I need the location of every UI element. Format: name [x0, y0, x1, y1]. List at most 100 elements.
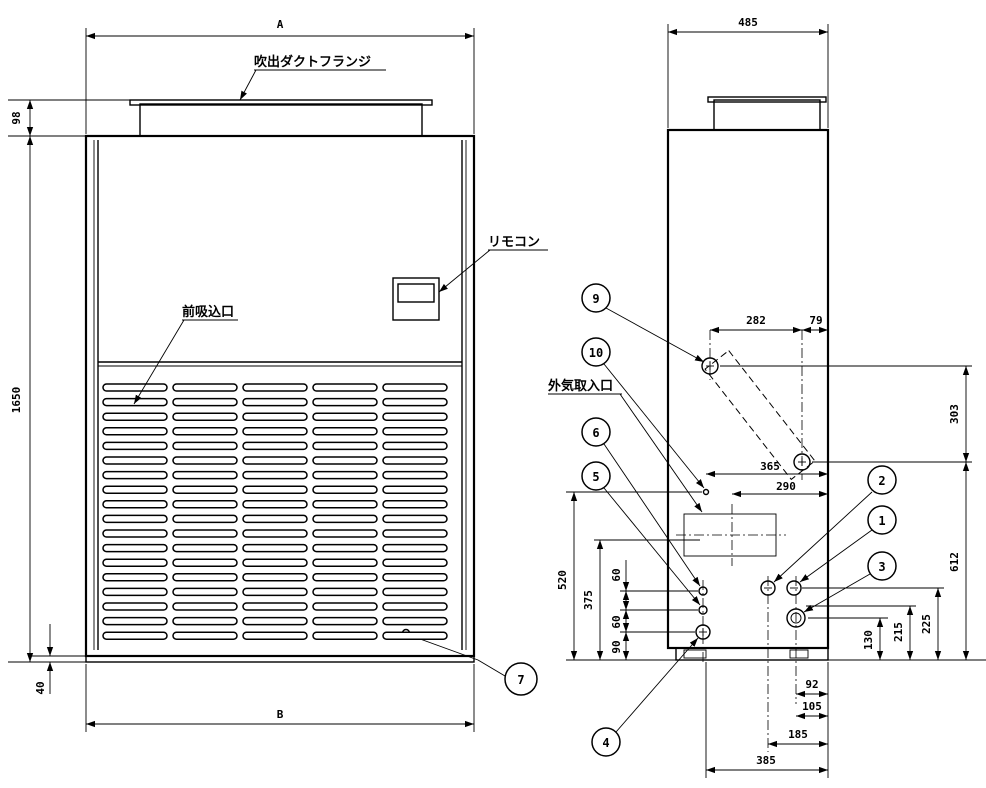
louver-slot	[172, 514, 238, 524]
louver-slot	[172, 470, 238, 480]
label-remote-control: リモコン	[488, 235, 540, 250]
dim-90: 90	[610, 640, 623, 653]
dim-185: 185	[788, 728, 808, 741]
louver-slot	[242, 470, 308, 480]
louver-slot	[382, 456, 448, 465]
dim-width-bottom: B	[277, 708, 284, 721]
callout-7: 7	[504, 662, 538, 696]
louver-slot	[382, 543, 448, 553]
louver-slot	[172, 427, 238, 436]
louver-slot	[242, 397, 308, 407]
louver-slot	[242, 602, 308, 611]
dim-79: 79	[809, 314, 822, 327]
louver-slot	[382, 441, 448, 451]
louver-slot	[382, 397, 448, 407]
louver-slot	[242, 573, 308, 582]
louver-slot	[102, 587, 168, 597]
louver-slot	[102, 412, 168, 421]
louver-slot	[312, 529, 378, 538]
louver-slot	[312, 383, 378, 392]
callout-5: 5	[581, 461, 611, 491]
louver-slot	[242, 514, 308, 524]
label-outlet-duct-flange: 吹出ダクトフランジ	[254, 54, 371, 70]
louver-slot	[172, 529, 238, 538]
louver-slot	[172, 602, 238, 611]
dim-215: 215	[892, 622, 905, 642]
louver-slot	[242, 412, 308, 421]
louver-slot	[172, 631, 238, 640]
louver-slot	[382, 427, 448, 436]
louver-slot	[172, 412, 238, 421]
louver-slot	[102, 602, 168, 611]
dim-365: 365	[760, 460, 780, 473]
louver-slot	[102, 573, 168, 582]
louver-slot	[382, 514, 448, 524]
louver-slot	[102, 383, 168, 392]
louver-slot	[102, 631, 168, 640]
dim-375: 375	[582, 590, 595, 610]
dim-385: 385	[756, 754, 776, 767]
svg-text:2: 2	[878, 474, 885, 488]
louver-slot	[102, 470, 168, 480]
louver-slot	[382, 485, 448, 494]
callout-4: 4	[591, 727, 621, 757]
louver-slot	[172, 558, 238, 567]
svg-text:10: 10	[589, 346, 603, 360]
callout-3: 3	[867, 551, 897, 581]
dim-base-height: 40	[34, 681, 47, 694]
svg-text:7: 7	[517, 673, 524, 687]
louver-slot	[312, 631, 378, 640]
dim-flange-height: 98	[10, 111, 23, 124]
louver-slot	[312, 616, 378, 626]
louver-slot	[242, 631, 308, 640]
louver-slot	[382, 587, 448, 597]
louver-slot	[312, 456, 378, 465]
port-10	[702, 488, 710, 496]
svg-text:1: 1	[878, 514, 885, 528]
dim-width-top: A	[277, 18, 284, 31]
louver-slot	[102, 616, 168, 626]
dim-130: 130	[862, 630, 875, 650]
louver-slot	[382, 470, 448, 480]
louver-slot	[172, 441, 238, 451]
louver-slot	[382, 602, 448, 611]
louver-slot	[312, 397, 378, 407]
callout-10: 10	[581, 337, 611, 367]
duct-flange	[139, 103, 423, 137]
intake-louver-grille	[102, 383, 448, 640]
louver-slot	[312, 558, 378, 567]
svg-text:3: 3	[878, 560, 885, 574]
dim-520: 520	[556, 570, 569, 590]
dim-92: 92	[805, 678, 818, 691]
louver-slot	[102, 558, 168, 567]
side-view: 485 282 79 303 612 365 290	[547, 16, 986, 778]
louver-slot	[242, 427, 308, 436]
louver-slot	[172, 456, 238, 465]
louver-slot	[242, 558, 308, 567]
louver-slot	[382, 412, 448, 421]
dim-depth: 485	[738, 16, 758, 29]
louver-slot	[312, 500, 378, 509]
callout-6: 6	[581, 417, 611, 447]
svg-text:4: 4	[602, 736, 609, 750]
dim-282: 282	[746, 314, 766, 327]
louver-slot	[242, 543, 308, 553]
svg-text:6: 6	[592, 426, 599, 440]
louver-slot	[172, 485, 238, 494]
louver-slot	[312, 587, 378, 597]
louver-slot	[312, 602, 378, 611]
louver-slot	[382, 500, 448, 509]
louver-slot	[312, 412, 378, 421]
louver-slot	[172, 573, 238, 582]
dim-303: 303	[948, 404, 961, 424]
label-outside-air-intake: 外気取入口	[547, 378, 613, 394]
louver-slot	[172, 543, 238, 553]
svg-text:9: 9	[592, 292, 599, 306]
dim-105: 105	[802, 700, 822, 713]
louver-slot	[242, 456, 308, 465]
louver-slot	[382, 631, 448, 640]
louver-slot	[382, 558, 448, 567]
louver-slot	[242, 383, 308, 392]
louver-slot	[382, 529, 448, 538]
